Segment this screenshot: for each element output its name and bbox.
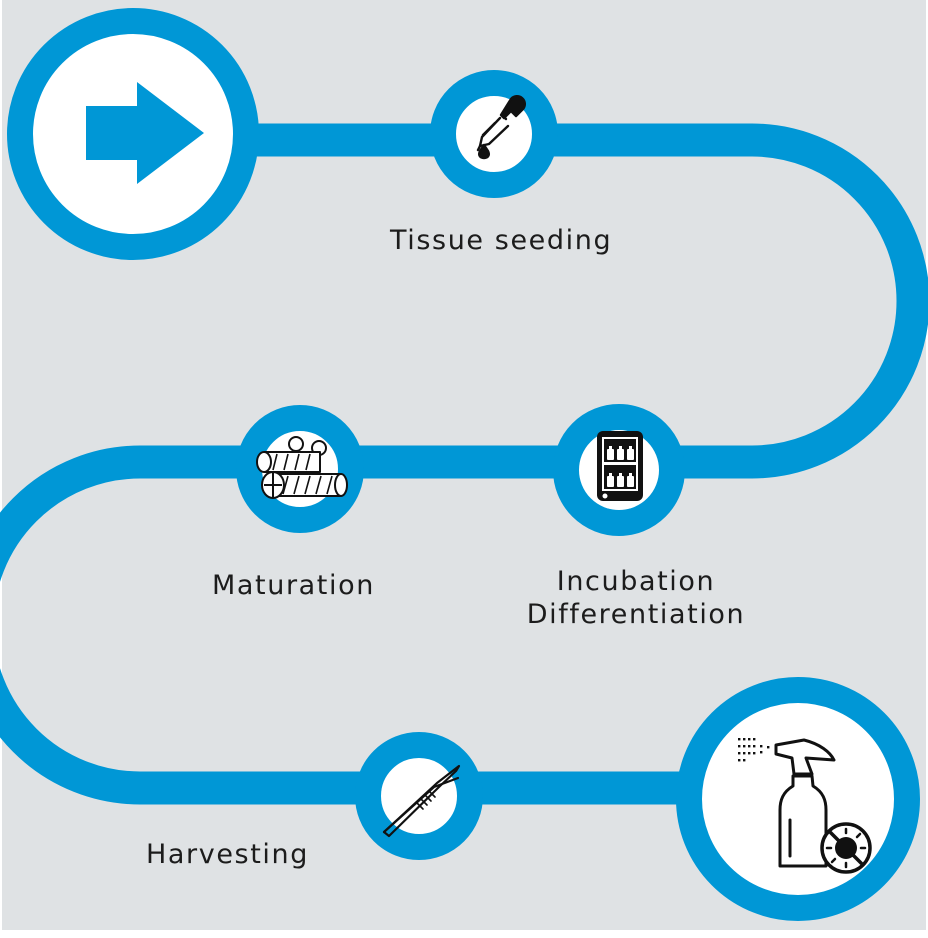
process-track (0, 123, 928, 805)
label-tissue-seeding: Tissue seeding (390, 225, 613, 256)
step-node-seeding (430, 70, 558, 198)
dropper-icon (476, 95, 526, 160)
label-harvesting: Harvesting (146, 839, 309, 870)
label-maturation: Maturation (212, 570, 375, 601)
incubator-icon (597, 431, 643, 501)
step-node-incubation (553, 404, 685, 536)
step-node-maturation (236, 405, 364, 533)
spray-mist-icon (738, 738, 770, 762)
arrow-right-icon (86, 82, 204, 184)
step-node-start (7, 8, 259, 260)
spray-bottle-icon (774, 738, 872, 874)
step-node-sterilization (676, 677, 920, 921)
step-node-harvesting (355, 732, 483, 860)
tweezers-icon (382, 764, 461, 838)
label-incubation: Incubation (556, 566, 716, 597)
label-differentiation: Differentiation (526, 599, 746, 630)
tissue-rolls-icon (256, 436, 348, 499)
